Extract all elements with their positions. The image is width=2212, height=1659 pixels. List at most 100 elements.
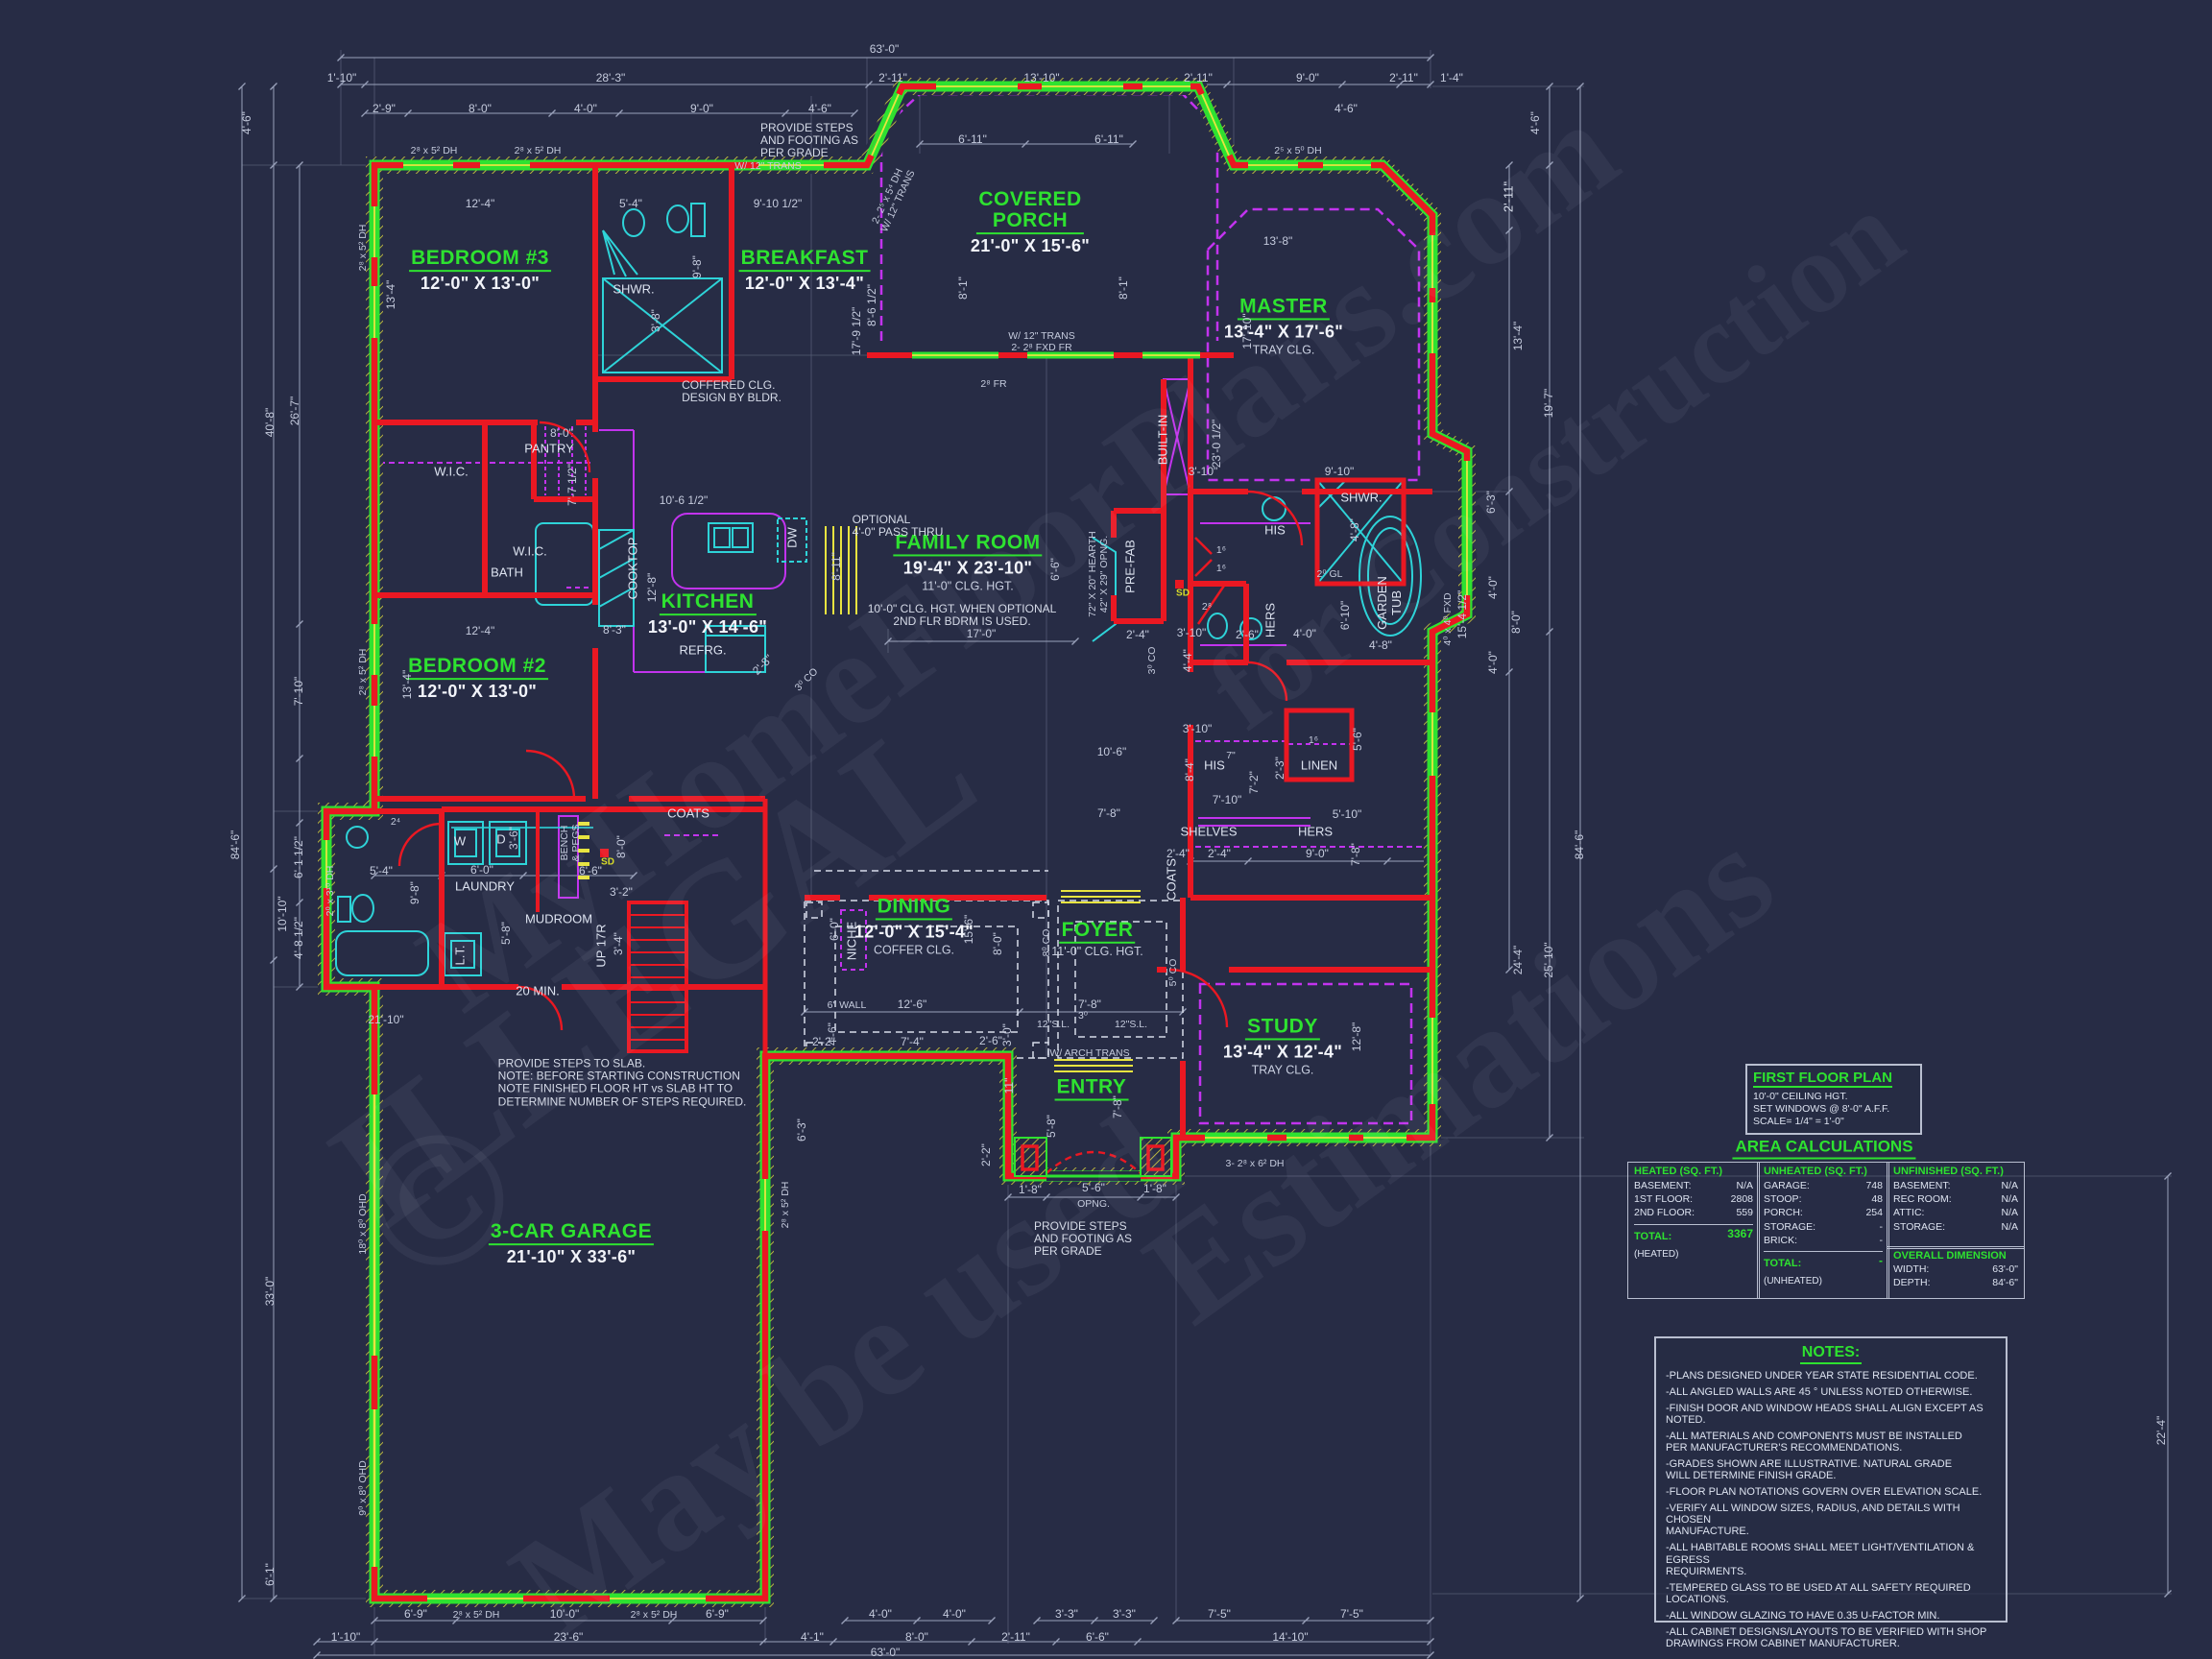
annotation: 6'-11" [1094, 132, 1123, 147]
annotation: 25'-10" [1542, 942, 1556, 978]
annotation: 4'-4" [1181, 649, 1195, 672]
annotation: 5'-8" [1045, 1115, 1059, 1138]
annotation: 6'-6" [1086, 1630, 1109, 1645]
table-row: REC ROOM: N/A [1893, 1192, 2018, 1206]
row-value: N/A [2001, 1220, 2018, 1233]
row-label: 2ND FLOOR: [1634, 1207, 1695, 1219]
annotation: D [496, 831, 506, 847]
table-row: STORAGE: - [1764, 1220, 1883, 1234]
annotation: 7'-8" [1349, 843, 1363, 866]
row-label: 1ST FLOOR: [1634, 1193, 1694, 1206]
room-name: STUDY [1245, 1016, 1320, 1041]
annotation: 6'-1 1/2" [292, 836, 306, 878]
total-sub: (HEATED) [1634, 1248, 1679, 1260]
annotation: 2⁸ x 5² DH [356, 648, 369, 696]
annotation: W.I.C. [513, 543, 547, 559]
annotation: 1'-8" [1143, 1182, 1166, 1196]
row-value: 63'-0" [1992, 1263, 2018, 1275]
annotation: 2⁸ [1201, 600, 1213, 613]
room-dimensions: 12'-0" X 15'-4" [854, 922, 974, 942]
annotation: 12"S.L. [1036, 1018, 1070, 1030]
annotation: 8'-0" [550, 426, 573, 441]
annotation: 5'-6" [1082, 1181, 1105, 1195]
annotation: 9⁰ x 8⁰ OHD [356, 1460, 369, 1516]
annotation: 4'-6" [808, 102, 831, 116]
annotation: NICHE [844, 921, 859, 961]
room-dimensions: 13'-4" X 12'-4" [1222, 1042, 1343, 1062]
room-dimensions: 12'-0" X 13'-4" [744, 274, 865, 294]
note-item: -GRADES SHOWN ARE ILLUSTRATIVE. NATURAL … [1666, 1457, 1953, 1482]
annotation: 13'-4" [384, 279, 398, 310]
annotation: 12'-4" [465, 624, 495, 638]
annotation: W/ ARCH TRANS [1049, 1046, 1130, 1059]
row-value: - [1879, 1220, 1884, 1233]
annotation: HIS [1204, 757, 1225, 773]
room-name: BEDROOM #3 [409, 248, 551, 273]
annotation: 6'-6" [1048, 558, 1063, 581]
row-label: GARAGE: [1764, 1180, 1810, 1191]
annotation: PROVIDE STEPS AND FOOTING AS PER GRADE [1033, 1219, 1133, 1259]
annotation: 4⁰ x 4⁰ FXD [1441, 592, 1454, 646]
annotation: 10'-0" [549, 1607, 580, 1622]
row-value: - [1879, 1234, 1884, 1246]
annotation: LINEN [1300, 757, 1338, 773]
annotation: 18⁰ x 8⁰ OHD [356, 1193, 369, 1255]
annotation: W/ 12" TRANS [734, 159, 802, 172]
annotation: 12'-4" [465, 197, 495, 211]
annotation: 7'-8" [1097, 806, 1120, 821]
room-label: BEDROOM #3 12'-0" X 13'-0" [409, 248, 551, 294]
annotation: 5⁰ CO [1166, 958, 1179, 987]
annotation: 2'-11" [1389, 71, 1418, 85]
title-box: FIRST FLOOR PLAN 10'-0" CEILING HGT.SET … [1745, 1064, 1922, 1136]
row-value: N/A [2001, 1193, 2018, 1206]
table-row: PORCH: 254 [1764, 1206, 1883, 1219]
door-swings [397, 421, 1304, 1174]
annotation: 7'-8" [1111, 1095, 1125, 1118]
annotation: 1⁶ [1215, 543, 1227, 556]
annotation: 23'-6" [553, 1630, 584, 1645]
room-name: DINING [875, 896, 953, 921]
room-dimensions: 12'-0" X 13'-0" [420, 274, 541, 294]
annotation: 5'-8" [499, 922, 514, 945]
room-name: COVERED PORCH [976, 189, 1084, 235]
annotation: BATH [491, 565, 523, 580]
row-label: WIDTH: [1893, 1263, 1930, 1275]
annotation: 1'-4" [1440, 71, 1463, 85]
annotation: 8'-3" [603, 623, 626, 637]
annotation: PANTRY [524, 441, 574, 456]
annotation: 21'-10" [368, 1013, 404, 1027]
note-item: -ALL HABITABLE ROOMS SHALL MEET LIGHT/VE… [1666, 1542, 1975, 1577]
millwork-lines [379, 92, 1429, 1125]
room-subnote: 11'-0" CLG. HGT. [922, 579, 1014, 593]
annotation: 10'-0" CLG. HGT. WHEN OPTIONAL 2ND FLR B… [867, 601, 1057, 628]
total-value: 3367 [1727, 1226, 1753, 1240]
row-value: 748 [1865, 1180, 1883, 1191]
annotation: 3- 2⁸ x 6² DH [1225, 1157, 1285, 1169]
annotation: 1'-10" [330, 1630, 361, 1645]
unheated-total: TOTAL: (UNHEATED) - [1764, 1250, 1883, 1288]
note-item: -FLOOR PLAN NOTATIONS GOVERN OVER ELEVAT… [1666, 1486, 1983, 1498]
annotation: 23'-0 1/2" [1210, 419, 1224, 469]
annotation: 1⁶ [1308, 733, 1319, 746]
annotation: 6'-1" [263, 1563, 277, 1586]
title-box-line: SCALE= 1/4" = 1'-0" [1753, 1116, 1844, 1128]
room-name: BREAKFAST [738, 248, 871, 273]
room-name: FAMILY ROOM [893, 532, 1043, 557]
table-row: GARAGE: 748 [1764, 1179, 1883, 1192]
unfinished-table: UNFINISHED (SQ. FT.) BASEMENT: N/A REC R… [1887, 1162, 2025, 1249]
annotation: 2⁸ FR [980, 377, 1007, 390]
annotation: 9'-0" [1306, 847, 1329, 861]
room-subnote: TRAY CLG. [1251, 1063, 1314, 1077]
notes-heading: NOTES: [1799, 1344, 1863, 1364]
annotation: 24'-4" [1511, 945, 1526, 975]
room-label: DINING 12'-0" X 15'-4" COFFER CLG. [854, 896, 974, 956]
annotation: 2'-6" [979, 1034, 1002, 1048]
annotation: 2'-11" [1501, 180, 1516, 213]
annotation: 33'-0" [263, 1276, 277, 1307]
annotation: W [453, 833, 467, 849]
table-row: 1ST FLOOR: 2808 [1634, 1192, 1753, 1206]
annotation: 3'-0" [1000, 1023, 1015, 1046]
room-label: MASTER 13'-4" X 17'-6" TRAY CLG. [1224, 296, 1343, 356]
row-label: BASEMENT: [1893, 1180, 1951, 1191]
row-label: ATTIC: [1893, 1207, 1925, 1219]
